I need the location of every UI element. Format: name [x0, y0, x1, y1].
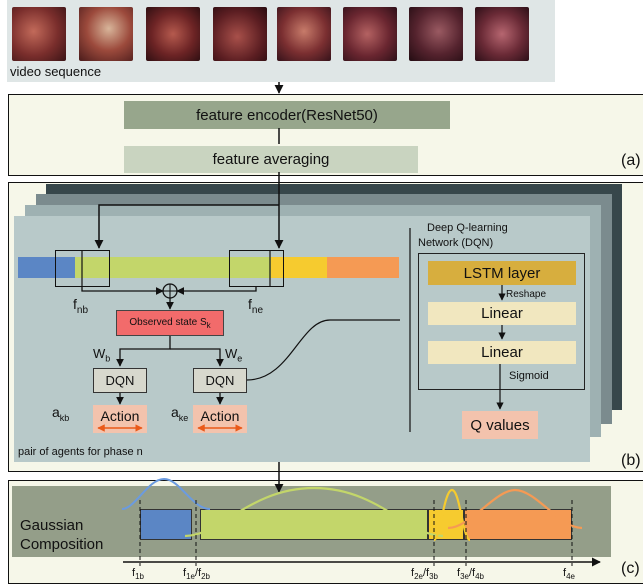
action-right-box: Action: [193, 405, 247, 433]
video-frame-4: [213, 7, 267, 61]
gaussian-blue: [121, 477, 211, 510]
segment-green: [200, 509, 428, 540]
a-kb-label: akb: [52, 404, 70, 423]
video-frame-7: [409, 7, 463, 61]
w-b-label: Wb: [93, 346, 111, 364]
gaussian-title-line-2: Composition: [20, 536, 104, 553]
q-values-box: Q values: [462, 411, 538, 439]
feature-bar-yellow: [271, 257, 327, 278]
sigmoid-label: Sigmoid: [509, 370, 549, 382]
panel-c-tag: (c): [621, 560, 640, 577]
panel-a-tag: (a): [621, 152, 641, 169]
gaussian-orange: [447, 488, 583, 530]
reshape-label: Reshape: [506, 289, 547, 300]
zoom-curve: [246, 319, 400, 381]
tick-f2e-f3b: f2e/f3b: [411, 567, 438, 582]
panel-b-tag: (b): [621, 452, 641, 469]
linear-2-box: Linear: [428, 341, 576, 364]
a-ke-label: ake: [171, 404, 189, 423]
gaussian-title-line-1: Gaussian: [20, 517, 84, 534]
connector-to-begin-window: [94, 204, 279, 249]
tick-f3e-f4b: f3e/f4b: [457, 567, 484, 582]
video-frame-6: [343, 7, 397, 61]
feature-averaging-box: feature averaging: [124, 146, 418, 173]
connector-state-to-dqns: [116, 336, 171, 367]
gaussian-yellow: [432, 488, 472, 542]
feature-encoder-box: feature encoder(ResNet50): [124, 101, 450, 129]
connector-end-to-sum: [176, 287, 257, 295]
window-end: [229, 250, 284, 287]
tick-f1b: f1b: [132, 567, 144, 582]
feature-averaging-label: feature averaging: [212, 151, 330, 168]
video-frame-3: [146, 7, 200, 61]
agents-caption: pair of agents for phase n: [18, 446, 143, 458]
dqn-title-line-2: Network (DQN): [418, 237, 494, 249]
f-nb-label: fnb: [73, 296, 89, 316]
panel-a: feature encoder(ResNet50) feature averag…: [8, 94, 643, 176]
gaussian-green: [184, 486, 444, 538]
connector-begin-to-sum: [81, 287, 164, 295]
video-frame-1: [12, 7, 66, 61]
dqn-detail-box: [418, 253, 585, 390]
feature-bar-blue: [18, 257, 75, 278]
lstm-layer-box: LSTM layer: [428, 261, 576, 285]
feature-encoder-label: feature encoder(ResNet50): [196, 106, 378, 124]
w-e-label: We: [225, 346, 243, 364]
video-sequence-panel: video sequence: [7, 0, 555, 82]
tick-f1e-f2b: f1e/f2b: [183, 567, 210, 582]
f-ne-label: fne: [248, 296, 264, 316]
feature-bar-orange: [327, 257, 399, 278]
video-frame-8: [475, 7, 529, 61]
feature-bar-green: [75, 257, 271, 278]
video-frame-2: [79, 7, 133, 61]
video-frame-5: [277, 7, 331, 61]
dqn-right-box: DQN: [193, 368, 247, 393]
video-sequence-label: video sequence: [10, 64, 102, 79]
dqn-left-box: DQN: [93, 368, 147, 393]
linear-1-box: Linear: [428, 302, 576, 325]
tick-f4e: f4e: [563, 567, 575, 582]
dqn-title-line-1: Deep Q-learning: [427, 222, 508, 234]
observed-state-box: Observed state Sk: [116, 310, 224, 336]
